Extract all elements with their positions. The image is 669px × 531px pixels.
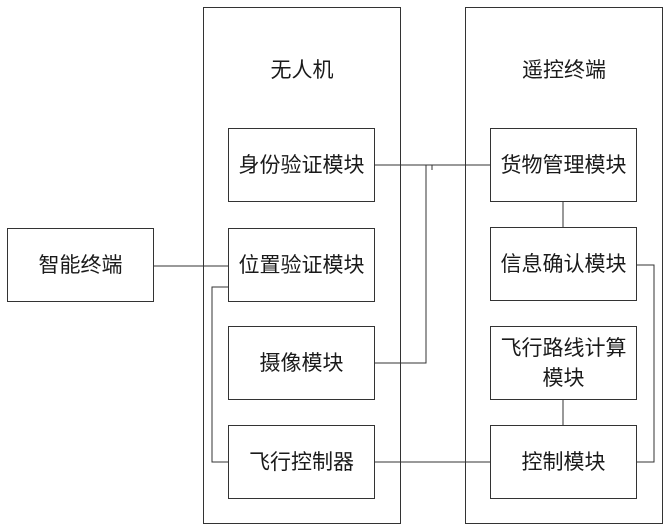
identity-verification-module: 身份验证模块 <box>228 128 375 202</box>
cargo-management-module: 货物管理模块 <box>490 128 637 202</box>
flight-controller: 飞行控制器 <box>228 425 375 499</box>
control-module: 控制模块 <box>490 425 637 499</box>
camera-module: 摄像模块 <box>228 326 375 400</box>
smart-terminal: 智能终端 <box>7 228 154 302</box>
location-verification-module: 位置验证模块 <box>228 228 375 302</box>
remote-terminal-title: 遥控终端 <box>465 54 663 84</box>
flight-route-calc-module: 飞行路线计算模块 <box>490 326 637 400</box>
drone-title: 无人机 <box>203 54 401 84</box>
info-confirmation-module: 信息确认模块 <box>490 227 637 301</box>
